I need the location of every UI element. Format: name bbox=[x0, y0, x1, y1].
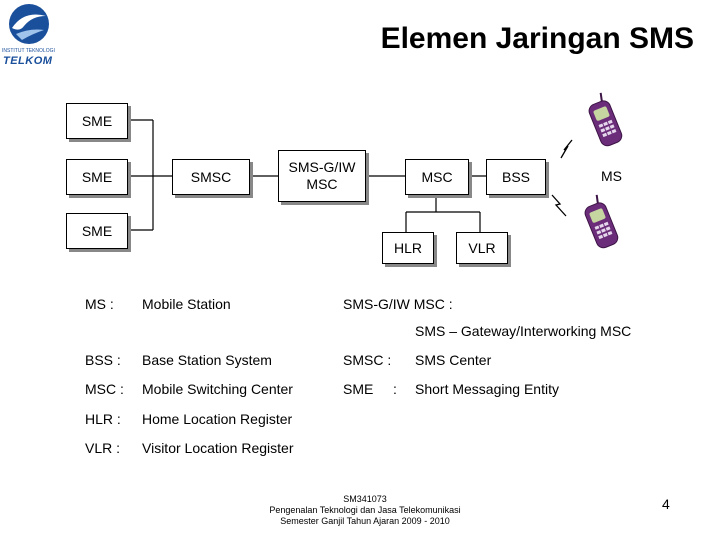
node-sms-gateway-msc: SMS-G/IW MSC bbox=[278, 150, 366, 202]
mobile-phone-icon-lower bbox=[584, 194, 619, 249]
gloss-sme-def: Short Messaging Entity bbox=[415, 381, 559, 397]
footer-course-name: Pengenalan Teknologi dan Jasa Telekomuni… bbox=[269, 505, 461, 515]
node-hlr: HLR bbox=[382, 232, 434, 264]
mobile-phone-icon-upper bbox=[588, 92, 623, 147]
logo-wordmark: TELKOM bbox=[3, 55, 53, 67]
slide-footer: SM341073 Pengenalan Teknologi dan Jasa T… bbox=[235, 494, 495, 527]
radio-link-icon-upper bbox=[560, 139, 573, 159]
gloss-bss-abbr: BSS : bbox=[85, 352, 121, 368]
gloss-ms-abbr: MS : bbox=[85, 296, 114, 312]
footer-semester: Semester Ganjil Tahun Ajaran 2009 - 2010 bbox=[280, 516, 450, 526]
node-vlr: VLR bbox=[456, 232, 508, 264]
gloss-smsgiw-abbr: SMS-G/IW MSC : bbox=[343, 296, 453, 312]
page-number: 4 bbox=[662, 496, 670, 512]
gloss-bss-def: Base Station System bbox=[142, 352, 272, 368]
gloss-sme-colon: : bbox=[393, 381, 397, 397]
gloss-sme-abbr: SME bbox=[343, 381, 374, 397]
node-ms-label: MS bbox=[601, 168, 622, 184]
network-connectors bbox=[126, 92, 623, 249]
gloss-vlr-abbr: VLR : bbox=[85, 440, 121, 456]
telkom-logo: INSTITUT TEKNOLOGI TELKOM bbox=[2, 2, 56, 70]
footer-course-code: SM341073 bbox=[343, 494, 387, 504]
page-title: Elemen Jaringan SMS bbox=[380, 22, 694, 55]
logo-subtext: INSTITUT TEKNOLOGI bbox=[2, 48, 55, 54]
gloss-ms-def: Mobile Station bbox=[142, 296, 231, 312]
node-sme-3: SME bbox=[66, 213, 128, 249]
node-bss: BSS bbox=[486, 159, 546, 195]
gloss-vlr-def: Visitor Location Register bbox=[142, 440, 294, 456]
node-sme-1: SME bbox=[66, 103, 128, 139]
radio-link-icon-lower bbox=[551, 194, 567, 217]
gloss-smsgiw-def: SMS – Gateway/Interworking MSC bbox=[415, 323, 632, 339]
gloss-smsc-abbr: SMSC : bbox=[343, 352, 392, 368]
gloss-hlr-abbr: HLR : bbox=[85, 411, 121, 427]
gloss-msc-abbr: MSC : bbox=[85, 381, 124, 397]
gloss-smsc-def: SMS Center bbox=[415, 352, 492, 368]
node-smsc: SMSC bbox=[172, 159, 250, 195]
gloss-msc-def: Mobile Switching Center bbox=[142, 381, 293, 397]
gloss-hlr-def: Home Location Register bbox=[142, 411, 293, 427]
telkom-logo-icon bbox=[9, 4, 49, 44]
node-sme-2: SME bbox=[66, 159, 128, 195]
node-msc: MSC bbox=[405, 159, 469, 195]
